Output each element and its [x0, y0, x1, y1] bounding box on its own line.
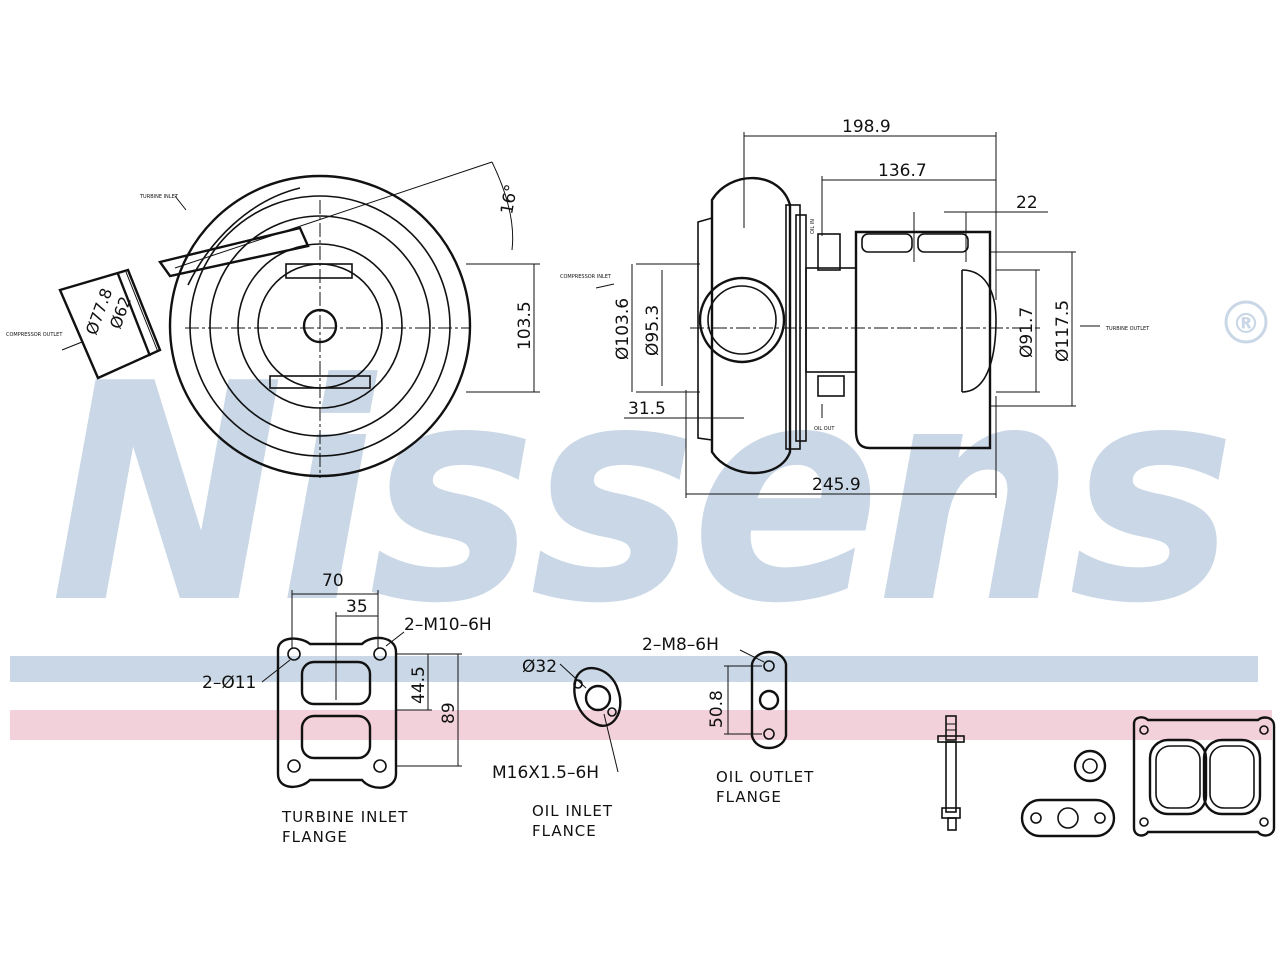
dim-136: 136.7	[878, 161, 927, 181]
dim-89: 89	[439, 702, 459, 724]
turbine-slot-2	[917, 233, 969, 253]
side-view: 198.9 136.7 22 Ø103.6 Ø95.3 31.5 245.9 Ø…	[560, 117, 1150, 498]
flange-hole-br	[373, 759, 387, 773]
oil-inlet-caption-2: FLANCE	[532, 822, 597, 840]
kit-parts	[937, 715, 1276, 838]
dim-thread-m10: 2–M10–6H	[404, 615, 492, 635]
outlet-duct-curve	[187, 187, 301, 286]
registered-mark: ®	[1232, 307, 1260, 340]
outlet-flange-seal	[116, 273, 152, 357]
flange-hole-tl	[287, 647, 301, 661]
flange-hole-tr	[373, 647, 387, 661]
dim-70: 70	[322, 571, 344, 591]
angle-line	[174, 161, 493, 269]
registered-circle	[1224, 300, 1268, 344]
compressor-outlet-arrow	[61, 341, 83, 351]
oil-inlet-caption-1: OIL INLET	[532, 802, 613, 820]
dim-35: 35	[346, 597, 368, 617]
top-boss	[285, 263, 353, 279]
dim-dia-32: Ø32	[522, 657, 557, 677]
angle-arc	[491, 161, 514, 251]
oil-out-tag: OIL OUT	[814, 426, 835, 432]
leader-m10	[385, 631, 405, 647]
dim-31-5: 31.5	[628, 399, 666, 419]
turbine-flange-caption-2: FLANGE	[282, 828, 348, 846]
stud-bolt-icon	[937, 715, 965, 831]
turbine-housing	[854, 230, 992, 450]
oil-inlet-hole-2	[607, 707, 617, 717]
oil-inlet-body	[573, 667, 622, 727]
turbine-outlet	[961, 269, 997, 393]
back-plate	[785, 204, 801, 450]
oil-in-tag: OIL IN	[810, 219, 816, 234]
dim-44-5: 44.5	[409, 666, 429, 704]
leader-holes	[261, 659, 291, 683]
leader-dia-32	[559, 663, 587, 689]
turbine-flange-body	[276, 636, 398, 789]
oil-outlet-bore	[758, 689, 780, 711]
outlet-flange	[58, 268, 162, 380]
brand-watermark: Nissens ®	[10, 300, 1272, 740]
dim-95-3: Ø95.3	[643, 305, 663, 356]
oil-in-port	[817, 233, 841, 271]
washer-icon	[1073, 749, 1107, 783]
oil-outlet-hole-top	[763, 660, 775, 672]
dim-22: 22	[1016, 193, 1038, 213]
oil-outlet-caption-2: FLANGE	[716, 788, 782, 806]
oil-outlet-body	[750, 650, 788, 750]
dim-103-6: Ø103.6	[613, 298, 633, 360]
oil-outlet-hole-bottom	[763, 728, 775, 740]
compressor-inlet-inner	[707, 285, 777, 355]
leader-m8	[739, 649, 765, 663]
turbine-inlet-arrow	[174, 195, 187, 211]
turbine-inlet-flange: 70 35 2–M10–6H 2–Ø11 44.5 89 TURBINE INL…	[202, 571, 492, 846]
compressor-inlet-tag: COMPRESSOR INLET	[560, 274, 612, 280]
oil-inlet-bore	[584, 684, 612, 712]
dim-245: 245.9	[812, 475, 861, 495]
brand-stripe-blue	[10, 656, 1258, 682]
dim-91-7: Ø91.7	[1017, 307, 1037, 358]
oil-out-port	[817, 375, 845, 397]
dim-thread-m16: M16X1.5–6H	[492, 763, 599, 783]
compressor-inlet-ring	[698, 276, 786, 364]
outlet-flange-seal-inner	[125, 271, 159, 353]
flange-hole-bl	[287, 759, 301, 773]
dim-thread-m8: 2–M8–6H	[642, 635, 719, 655]
dim-angle: 16°	[497, 183, 522, 216]
compressor-face	[697, 216, 713, 441]
flange-port-bottom	[300, 714, 372, 760]
dim-holes-11: 2–Ø11	[202, 673, 256, 693]
compressor-outlet-tag: COMPRESSOR OUTLET	[6, 332, 63, 338]
oil-inlet-flange: Ø32 M16X1.5–6H OIL INLET FLANCE	[492, 657, 622, 840]
compressor-inlet-arrow	[595, 283, 615, 289]
compressor-outlet-duct	[157, 226, 310, 278]
oil-outlet-flange: 50.8 2–M8–6H OIL OUTLET FLANGE	[642, 635, 814, 806]
turbine-flange-caption-1: TURBINE INLET	[281, 808, 408, 826]
dim-117-5: Ø117.5	[1053, 300, 1073, 362]
dim-height: 103.5	[515, 301, 535, 350]
oil-outlet-caption-1: OIL OUTLET	[716, 768, 814, 786]
watermark-text: Nissens	[50, 320, 1230, 669]
turbine-slot-1	[861, 233, 913, 253]
dim-50-8: 50.8	[707, 690, 727, 728]
oval-gasket-icon	[1020, 798, 1116, 838]
brand-stripe-pink	[10, 710, 1272, 740]
dim-198: 198.9	[842, 117, 891, 137]
turbine-outlet-tag: TURBINE OUTLET	[1105, 326, 1150, 332]
leader-m16	[603, 713, 619, 773]
turbine-inlet-tag: TURBINE INLET	[139, 194, 179, 200]
turbine-gasket-icon	[1132, 716, 1276, 837]
